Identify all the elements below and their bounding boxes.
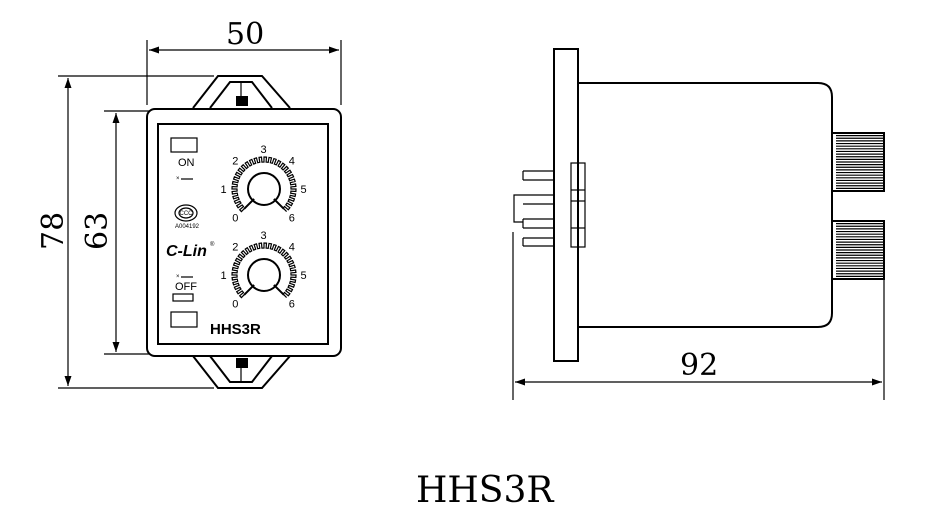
terminal-pins	[513, 170, 554, 247]
dial-pointer-leg	[243, 284, 255, 296]
dial-bottom[interactable]: 0 1 2 3 4 5 6	[221, 230, 307, 310]
mounting-flange	[553, 48, 579, 362]
ccc-cert-mark: CCC	[174, 204, 198, 222]
dial-number: 2	[232, 156, 238, 168]
dial-number: 0	[232, 298, 238, 310]
svg-text:CCC: CCC	[180, 211, 194, 217]
dial-number: 5	[301, 270, 307, 282]
dial-number: 4	[289, 156, 295, 168]
dial-number: 0	[232, 212, 238, 224]
width-value: 50	[226, 17, 264, 52]
off-label: OFF	[175, 281, 197, 293]
front-panel	[157, 123, 329, 345]
side-knob-bottom	[831, 220, 885, 280]
on-label: ON	[178, 157, 195, 169]
inner-height-value: 63	[80, 212, 115, 250]
side-body-outline	[578, 82, 833, 328]
outer-height-dimension: 78	[36, 75, 214, 389]
dial-number: 1	[221, 184, 227, 196]
dial-number: 3	[261, 144, 267, 156]
dial-number: 6	[289, 298, 295, 310]
dial-scale	[231, 156, 297, 213]
dial-number: 2	[232, 242, 238, 254]
brand-logo: C-Lin	[166, 243, 207, 260]
front-body-outline	[146, 108, 342, 357]
socket-key	[570, 162, 586, 248]
dial-number: 6	[289, 212, 295, 224]
dial-number: 4	[289, 242, 295, 254]
panel-model-label: HHS3R	[210, 321, 261, 338]
dial-number: 3	[261, 230, 267, 242]
inner-height-dimension: 63	[80, 110, 150, 355]
dial-pointer-leg	[243, 198, 255, 210]
depth-value: 92	[680, 348, 718, 383]
dial-knob[interactable]	[247, 172, 281, 206]
brand-registered: ®	[210, 241, 215, 248]
drawing-caption: HHS3R	[416, 470, 554, 511]
off-led	[172, 293, 194, 302]
width-dimension: 50	[146, 17, 342, 105]
dial-pointer-leg	[273, 284, 285, 296]
off-indicator	[170, 311, 198, 328]
top-mounting-clip	[192, 75, 291, 109]
depth-dimension: 92	[512, 232, 885, 400]
dial-pointer-leg	[273, 198, 285, 210]
bottom-mounting-clip	[192, 355, 291, 389]
outer-height-value: 78	[36, 212, 71, 250]
dial-knob[interactable]	[247, 258, 281, 292]
side-knob-top	[831, 132, 885, 192]
on-indicator	[170, 137, 198, 153]
dial-scale	[231, 242, 297, 299]
side-view	[513, 48, 885, 362]
dial-top[interactable]: 0 1 2 3 4 5 6	[221, 144, 307, 224]
cert-code: A004192	[175, 224, 200, 230]
x-mark-top: ×	[176, 176, 180, 182]
dial-number: 1	[221, 270, 227, 282]
dial-number: 5	[301, 184, 307, 196]
x-mark-bottom: ×	[176, 274, 180, 280]
front-view: ON × CCC A004192 C-Lin ® × OFF HHS3R 0 1 2…	[146, 75, 342, 389]
